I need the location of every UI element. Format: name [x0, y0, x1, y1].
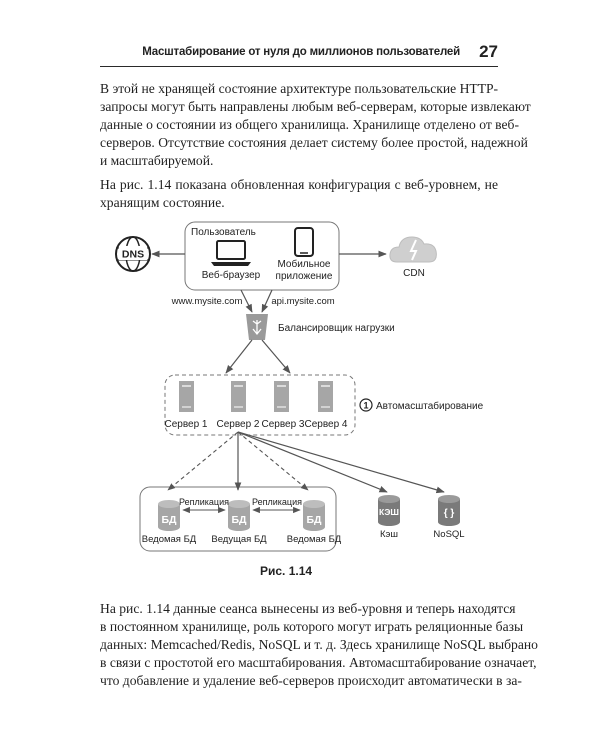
user-group-box [184, 221, 340, 291]
server-icon [231, 381, 246, 412]
cdn-label: CDN [403, 268, 425, 279]
user-label: Пользователь [191, 227, 256, 238]
server-icon [318, 381, 333, 412]
server-icon [274, 381, 289, 412]
laptop-icon [211, 240, 251, 266]
nosql-icon-text: { } [444, 508, 455, 519]
text-line: данные о состоянии из общего хранилища. … [100, 117, 520, 132]
lb-to-servers-arrow [261, 339, 291, 374]
dns-globe-icon: DNS [115, 236, 151, 272]
db-icon-text: БД [306, 514, 322, 526]
db-master-label: Ведущая БД [211, 534, 267, 545]
cache-icon: КЭШ [378, 495, 400, 526]
cache-label: Кэш [380, 529, 398, 540]
server-label: Сервер 4 [304, 419, 347, 430]
dns-label: DNS [122, 249, 144, 261]
text-line: что добавление и удаление веб-серверов п… [100, 673, 522, 688]
mobile-label-2: приложение [276, 271, 333, 282]
database-icon: БД [303, 500, 325, 531]
cache-arrow [237, 431, 388, 493]
text-line: серверов. Отсутствие состояния делает си… [100, 135, 528, 150]
text-line: в связи с простотой его масштабирования.… [100, 655, 537, 670]
load-balancer-icon [246, 314, 268, 340]
running-title: Масштабирование от нуля до миллионов пол… [142, 46, 460, 58]
read-arrow [167, 431, 239, 491]
running-head: Масштабирование от нуля до миллионов пол… [100, 42, 498, 67]
text-line: и масштабируемой. [100, 153, 214, 168]
server-group-box [164, 374, 356, 436]
db-slave-label: Ведомая БД [287, 534, 342, 545]
autoscale-number: 1 [363, 401, 368, 411]
db-icon-text: БД [161, 514, 177, 526]
autoscale-label: Автомасштабирование [376, 400, 484, 412]
nosql-icon: { } [438, 495, 460, 526]
figure-caption: Рис. 1.14 [260, 564, 313, 578]
paragraph-stateless: В этой не хранящей состояние архитектуре… [100, 80, 531, 170]
text-line: хранящим состояние. [100, 195, 225, 210]
text-line: запросы могут быть направлены любым веб-… [100, 99, 531, 114]
browser-label: Веб-браузер [202, 269, 261, 281]
database-icon: БД [158, 500, 180, 531]
lb-to-servers-arrow [225, 339, 253, 374]
autoscale-number-circle [359, 398, 373, 412]
server-icon [179, 381, 194, 412]
mobile-phone-icon [294, 227, 314, 257]
load-balancer-label: Балансировщик нагрузки [278, 323, 395, 334]
nosql-arrow [237, 431, 445, 494]
replication-label: Репликация [179, 497, 229, 507]
mobile-label-1: Мобильное [277, 258, 330, 270]
text-line: данных: Memcached/Redis, NoSQL и т. д. З… [100, 637, 538, 652]
web-request-arrow [240, 289, 253, 313]
text-line: В этой не хранящей состояние архитектуре… [100, 81, 499, 96]
server-label: Сервер 2 [216, 419, 259, 430]
cdn-cloud-icon [389, 236, 437, 263]
api-request-arrow [261, 289, 273, 313]
text-line: в постоянном хранилище, роль которого мо… [100, 619, 524, 634]
replication-label: Репликация [252, 497, 302, 507]
url-web: www.mysite.com [171, 296, 243, 307]
paragraph-session-storage: На рис. 1.14 данные сеанса вынесены из в… [100, 600, 538, 690]
database-icon: БД [228, 500, 250, 531]
text-line: На рис. 1.14 данные сеанса вынесены из в… [100, 601, 516, 616]
nosql-label: NoSQL [433, 529, 464, 540]
db-slave-label: Ведомая БД [142, 534, 197, 545]
server-label: Сервер 1 [164, 419, 207, 430]
server-label: Сервер 3 [261, 419, 304, 430]
url-api: api.mysite.com [271, 296, 334, 307]
paragraph-figure-intro: На рис. 1.14 показана обновленная конфиг… [100, 176, 498, 212]
db-icon-text: БД [231, 514, 247, 526]
cache-icon-text: КЭШ [379, 507, 399, 517]
read-arrow [237, 431, 309, 491]
page-number: 27 [479, 42, 498, 61]
text-line: На рис. 1.14 показана обновленная конфиг… [100, 177, 498, 192]
